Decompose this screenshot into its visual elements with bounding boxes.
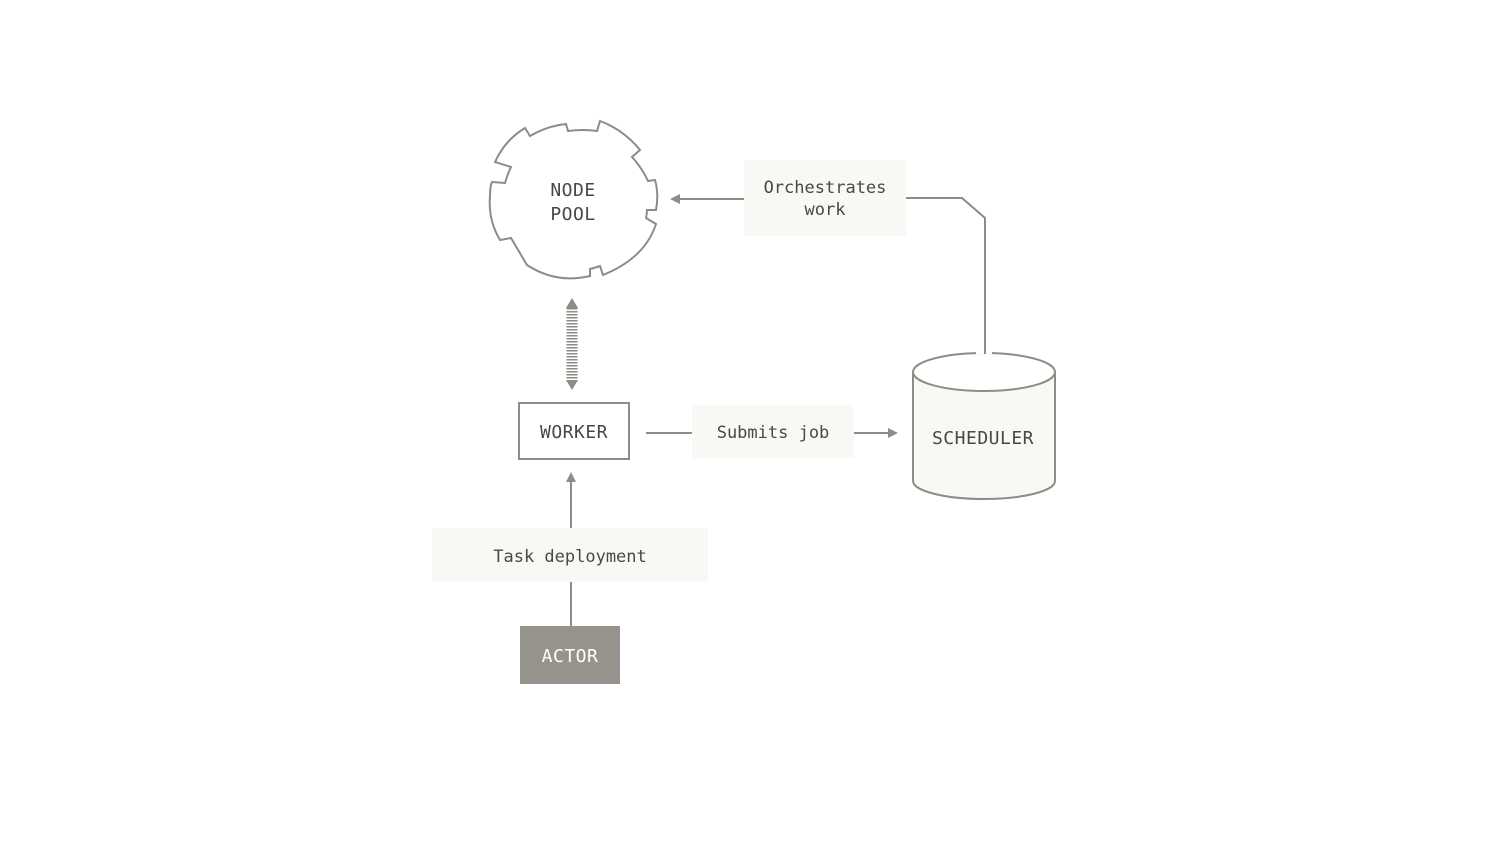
scheduler-cylinder-body bbox=[912, 372, 1056, 500]
orchestrates-label-line1: Orchestrates bbox=[764, 178, 887, 198]
node-pool-label-line2: POOL bbox=[550, 204, 595, 225]
worker-label: WORKER bbox=[540, 422, 608, 443]
worker-box bbox=[518, 402, 630, 460]
node-pool-shape bbox=[488, 119, 659, 280]
scheduler-label: SCHEDULER bbox=[932, 428, 1034, 449]
edge-orchestrates: Orchestrates work bbox=[670, 160, 986, 352]
edge-deploy: Task deployment bbox=[432, 472, 708, 626]
node-pool-label-line1: NODE bbox=[550, 180, 595, 201]
node-pool[interactable]: NODE POOL bbox=[488, 119, 659, 280]
worker-node[interactable]: WORKER bbox=[518, 402, 630, 460]
orchestrates-label-line2: work bbox=[805, 200, 846, 220]
deploy-arrowhead bbox=[566, 472, 576, 482]
orchestrates-line bbox=[906, 197, 986, 352]
scheduler-cylinder-top bbox=[912, 352, 1056, 392]
actor-box bbox=[520, 626, 620, 684]
edge-pool-worker bbox=[566, 298, 578, 390]
pool-worker-arrowhead-up bbox=[566, 298, 578, 308]
scheduler-node[interactable]: SCHEDULER bbox=[912, 340, 1056, 500]
submits-label-box bbox=[692, 405, 854, 458]
pool-worker-arrowhead-down bbox=[566, 380, 578, 390]
submits-arrowhead bbox=[888, 428, 898, 438]
actor-label: ACTOR bbox=[542, 646, 599, 667]
actor-node[interactable]: ACTOR bbox=[520, 626, 620, 684]
deploy-label: Task deployment bbox=[493, 547, 647, 567]
deploy-label-box bbox=[432, 528, 708, 582]
orchestrates-arrowhead bbox=[670, 194, 680, 204]
submits-label: Submits job bbox=[717, 423, 830, 443]
orchestrates-label-box bbox=[744, 160, 906, 236]
edge-submits: Submits job bbox=[646, 405, 898, 458]
